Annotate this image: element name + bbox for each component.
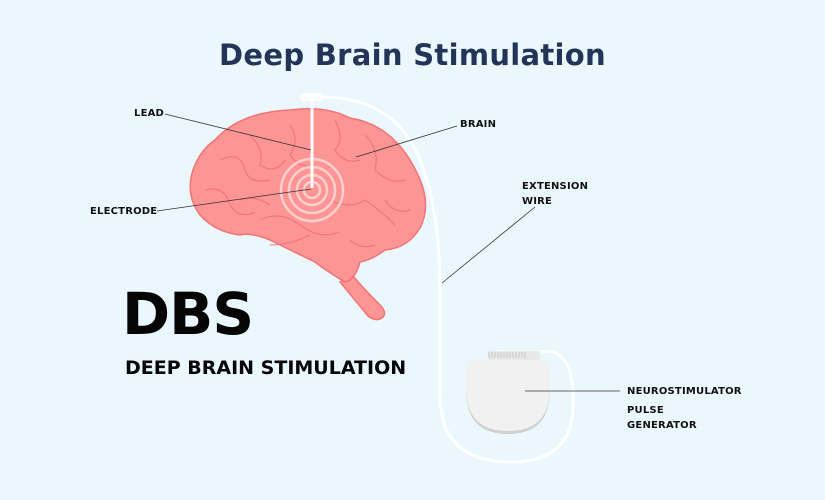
extension-wire-label-line1: EXTENSION (522, 181, 589, 192)
extension-wire-label-line2: WIRE (522, 196, 553, 207)
brain-folds (204, 119, 411, 248)
extension-wire (323, 95, 575, 464)
brain-label: BRAIN (460, 119, 497, 130)
electrode-leader (156, 188, 312, 212)
pulse-generator-label: PULSE GENERATOR (627, 403, 697, 433)
pulse-generator-label-line1: PULSE (627, 405, 664, 416)
pulse-generator-label-line2: GENERATOR (627, 420, 697, 431)
extension-wire-label: EXTENSION WIRE (522, 179, 588, 209)
leader-lines (156, 113, 620, 392)
neurostimulator-device (466, 351, 550, 434)
electrode-label: ELECTRODE (90, 206, 158, 217)
brain-shape (189, 107, 427, 283)
device-connector (488, 351, 540, 360)
dbs-acronym: DBS (122, 280, 254, 348)
brain-graphic (189, 93, 427, 321)
lead-cap (300, 93, 324, 101)
neurostimulator-label: NEUROSTIMULATOR (627, 386, 742, 397)
brain-stem (338, 274, 386, 321)
extension-wire-leader (441, 206, 536, 284)
page-title: Deep Brain Stimulation (219, 38, 606, 72)
lead-label: LEAD (134, 108, 165, 119)
lead-leader (164, 113, 312, 151)
dbs-expansion: DEEP BRAIN STIMULATION (125, 357, 407, 379)
connector-ridges (488, 352, 526, 358)
brain-leader (355, 125, 458, 158)
device-body (466, 360, 550, 431)
